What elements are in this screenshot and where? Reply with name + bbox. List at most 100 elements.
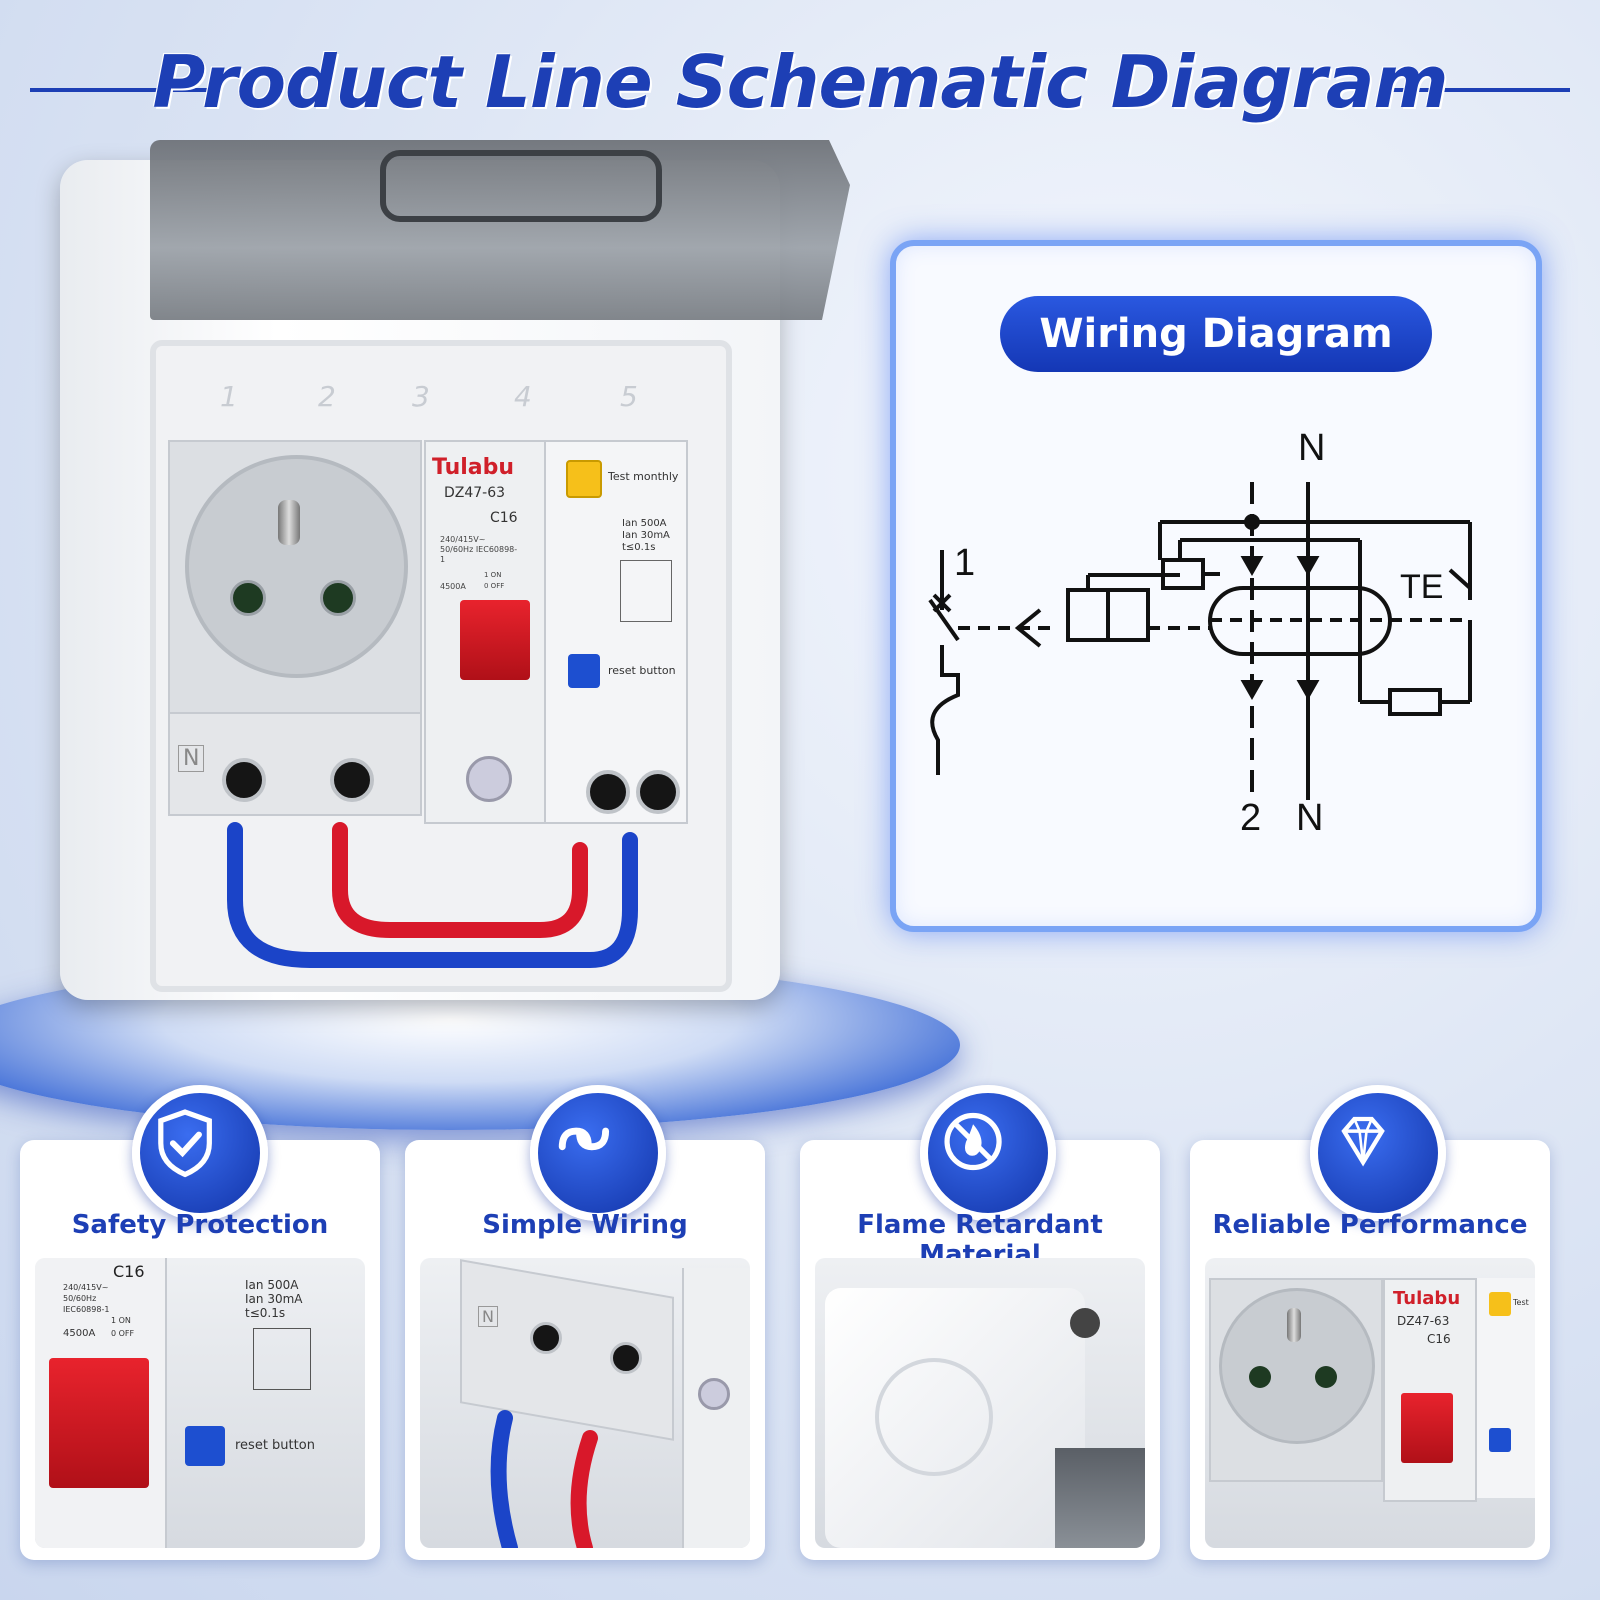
rcd-spec-line: t≤0.1s (245, 1306, 286, 1320)
terminal-screw (636, 770, 680, 814)
socket-hole (1315, 1366, 1337, 1388)
rcd-spec-line: t≤0.1s (622, 542, 656, 553)
slot-number: 3 (412, 380, 430, 413)
feature-photo-safety: C16 240/415V~ 50/60Hz IEC60898-1 4500A 1… (35, 1258, 365, 1548)
wires (490, 1410, 598, 1548)
no-fire-icon (920, 1085, 1056, 1221)
neutral-label: N (478, 1306, 498, 1327)
earth-pin (1287, 1308, 1301, 1342)
feature-photo-flame (815, 1258, 1145, 1548)
rcd-spec: Ian 500A Ian 30mA t≤0.1s (622, 518, 670, 554)
title-left-line (30, 88, 220, 92)
terminal-screw (610, 1342, 642, 1374)
rating-label: C16 (1427, 1332, 1451, 1346)
off-label: 0 OFF (484, 582, 505, 590)
test-button (566, 460, 602, 498)
model-label: DZ47-63 (444, 485, 506, 501)
wiring-badge: Wiring Diagram (1000, 296, 1432, 372)
socket-hole (230, 580, 266, 616)
switch-contact (928, 598, 960, 642)
wires (227, 822, 638, 968)
terminal-screw (530, 1322, 562, 1354)
red-wire (570, 1430, 598, 1548)
on-label: 1 ON (484, 571, 502, 579)
arrow-icon (1296, 680, 1320, 701)
on-off-labels: 1 ON 0 OFF (484, 570, 504, 592)
rcd-spec-line: Ian 30mA (245, 1292, 303, 1306)
reset-label: reset button (608, 664, 676, 677)
slot-number: 4 (514, 380, 532, 413)
test-button (1489, 1292, 1511, 1316)
rating-label: C16 (490, 510, 518, 526)
reset-button (568, 654, 600, 688)
rcd-spec-line: Ian 500A (245, 1278, 299, 1292)
label-n-bottom: N (1296, 797, 1323, 839)
label-terminal-1: 1 (954, 542, 975, 584)
feature-title: Simple Wiring (482, 1210, 688, 1240)
blue-wire (227, 822, 638, 968)
reset-button (1489, 1428, 1511, 1452)
screw-icon (698, 1378, 730, 1410)
test-resistor (1388, 688, 1442, 716)
off-label: 0 OFF (111, 1329, 135, 1338)
knockout-ring (875, 1358, 993, 1476)
reset-button (185, 1426, 225, 1466)
feature-photo-wiring: N (420, 1258, 750, 1548)
rcd-module (544, 440, 688, 824)
neutral-label: N (178, 745, 205, 772)
page-title: Product Line Schematic Diagram (152, 40, 1449, 124)
connection-icon (530, 1085, 666, 1221)
link-arrow (1014, 608, 1042, 648)
slot-number: 5 (620, 380, 638, 413)
screw-icon (466, 756, 512, 802)
reset-label: reset button (235, 1438, 315, 1453)
circuit-breaker (1383, 1278, 1477, 1502)
shield-check-icon (132, 1085, 268, 1221)
rcd-spec-line: Ian 500A (622, 518, 667, 529)
arrow-icon (1240, 556, 1264, 577)
terminal-screw (330, 758, 374, 802)
rating-label: C16 (113, 1262, 145, 1281)
title-bar: Product Line Schematic Diagram (0, 40, 1600, 130)
socket-hole (320, 580, 356, 616)
rcd-schematic-icon (620, 560, 672, 622)
model-label: DZ47-63 (1397, 1314, 1450, 1328)
slot-number: 1 (220, 380, 238, 413)
terminal-screw (586, 770, 630, 814)
label-terminal-2: 2 (1240, 797, 1261, 839)
breaker-spec: 240/415V~ 50/60Hz IEC60898-1 (63, 1283, 110, 1314)
breaker-toggle (49, 1358, 149, 1488)
feature-title: Reliable Performance (1212, 1210, 1528, 1240)
transparent-lid (150, 140, 850, 320)
socket-hole (1249, 1366, 1271, 1388)
rcd-spec-line: Ian 30mA (622, 530, 670, 541)
terminal-block (168, 712, 422, 816)
wiring-schematic: N 1 TE 2 N (928, 427, 1472, 839)
earth-pin (278, 500, 300, 545)
red-wire (332, 822, 588, 938)
breaker-capacity: 4500A (63, 1328, 96, 1339)
lid-edge (1055, 1448, 1145, 1548)
terminal-screw (222, 758, 266, 802)
blue-wire (490, 1410, 518, 1548)
breaker-coil (930, 645, 960, 775)
breaker-spec: 240/415V~ 50/60Hz IEC60898-1 (440, 535, 518, 564)
label-n-top: N (1298, 427, 1325, 469)
on-label: 1 ON (111, 1316, 131, 1325)
rcd-spec: Ian 500A Ian 30mA t≤0.1s (245, 1278, 302, 1320)
socket-face (185, 455, 408, 678)
arrow-icon (1296, 556, 1320, 577)
test-label: Test (1513, 1298, 1529, 1307)
rcd-schematic-icon (253, 1328, 311, 1390)
slot-number: 2 (318, 380, 336, 413)
mount-hole (1070, 1308, 1100, 1338)
arrow-icon (1240, 680, 1264, 701)
breaker-toggle (460, 600, 530, 680)
title-right-line (1380, 88, 1570, 92)
test-label: Test monthly (608, 470, 679, 483)
breaker-capacity: 4500A (440, 582, 466, 591)
feature-photo-reliable: Tulabu DZ47-63 C16 Test (1205, 1258, 1535, 1548)
lid-handle (380, 150, 662, 222)
brand-label: Tulabu (1393, 1288, 1461, 1309)
feature-title: Safety Protection (71, 1210, 329, 1240)
